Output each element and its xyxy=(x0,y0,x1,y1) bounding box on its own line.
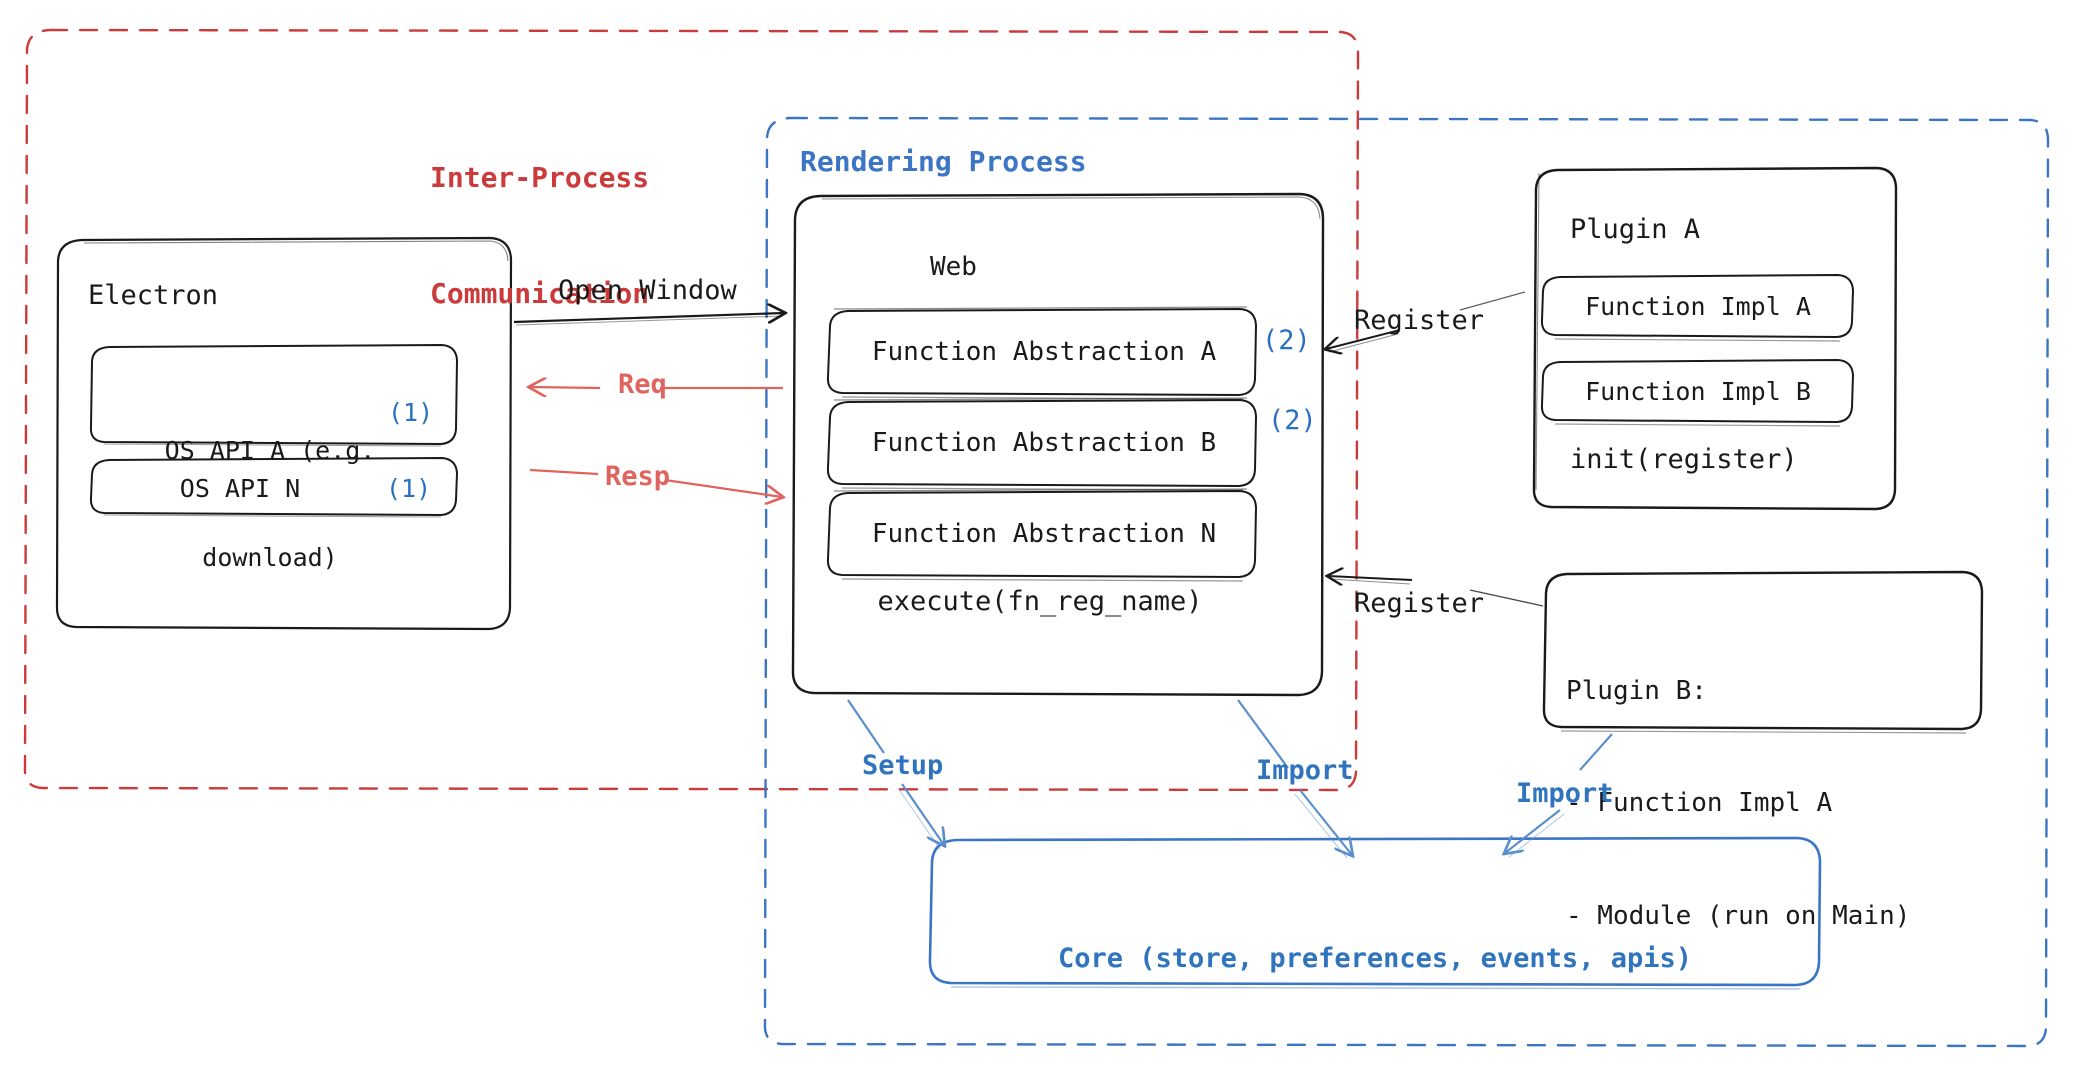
node-title-web: Web xyxy=(930,252,977,282)
core-line-2: - OS APIs (1) xyxy=(934,1061,1816,1066)
os-api-a-line1: OS API A (e.g. xyxy=(164,436,376,465)
plugin-b-line-1: - Function Impl A xyxy=(1566,788,1833,819)
edge-label-req: Req xyxy=(618,369,667,400)
node-plugin-b-body: Plugin B: - Function Impl A - Module (ru… xyxy=(1566,598,1966,1010)
edge-label-import-plugin-b: Import xyxy=(1516,778,1614,809)
fn-impl-a-label: Function Impl A xyxy=(1585,292,1811,321)
fn-abs-b-label: Function Abstraction B xyxy=(871,428,1217,458)
core-line-1: Core (store, preferences, events, apis) xyxy=(1058,943,1692,974)
plugin-b-line-2: - Module (run on Main) xyxy=(1566,900,1911,931)
os-api-a-line2: download) xyxy=(202,542,338,572)
node-title-plugin-a: Plugin A xyxy=(1570,214,1701,245)
group-label-ipc-line1: Inter-Process xyxy=(430,161,650,195)
fn-abs-a-label: Function Abstraction A xyxy=(871,337,1217,367)
edge-label-open-window: Open Window xyxy=(558,275,737,306)
plugin-a-footer-init: init(register) xyxy=(1570,444,1798,475)
group-label-ipc: Inter-Process Communication xyxy=(430,82,649,391)
node-core-body: Core (store, preferences, events, apis) … xyxy=(934,858,1816,1066)
edge-label-register-b: Register xyxy=(1354,588,1485,619)
group-label-rendering: Rendering Process xyxy=(800,145,1087,178)
edge-label-register-a: Register xyxy=(1354,305,1485,336)
os-api-a-badge: (1) xyxy=(388,398,434,427)
os-api-n-badge: (1) xyxy=(386,474,432,503)
os-api-n-label: OS API N xyxy=(179,474,301,503)
web-footer-execute: execute(fn_reg_name) xyxy=(877,586,1203,617)
node-title-electron: Electron xyxy=(88,280,219,311)
plugin-b-title: Plugin B: xyxy=(1566,675,1707,706)
edge-label-resp: Resp xyxy=(605,461,671,492)
fn-abs-b-badge: (2) xyxy=(1268,405,1317,436)
group-label-ipc-line2: Communication xyxy=(430,277,650,311)
edge-label-setup: Setup xyxy=(862,750,944,781)
fn-abs-a-badge: (2) xyxy=(1262,325,1311,356)
edge-label-import-web: Import xyxy=(1256,755,1354,786)
fn-abs-n-label: Function Abstraction N xyxy=(871,519,1217,549)
os-api-a-label: OS API A (e.g. download) xyxy=(120,362,420,646)
fn-impl-b-label: Function Impl B xyxy=(1585,377,1811,406)
